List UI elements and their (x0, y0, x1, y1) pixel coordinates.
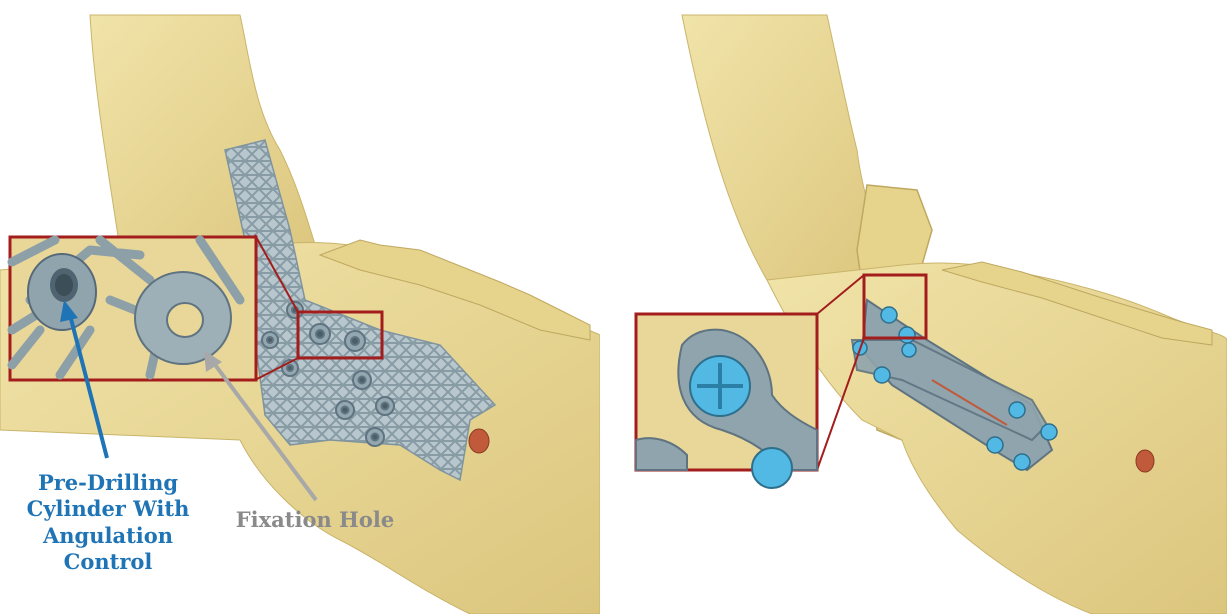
pre-drilling-label: Pre-Drilling Cylinder With Angulation Co… (8, 470, 208, 575)
bone-peg (469, 429, 489, 453)
bone-peg (1136, 450, 1154, 472)
zoom-inset-plate (636, 314, 817, 488)
zoom-inset-guide (10, 237, 256, 380)
left-panel-guide-view: Pre-Drilling Cylinder With Angulation Co… (0, 0, 600, 614)
fixation-hole-label: Fixation Hole (235, 507, 395, 533)
right-panel-plate-view (612, 0, 1227, 614)
mandible-plate-illustration (612, 0, 1227, 614)
